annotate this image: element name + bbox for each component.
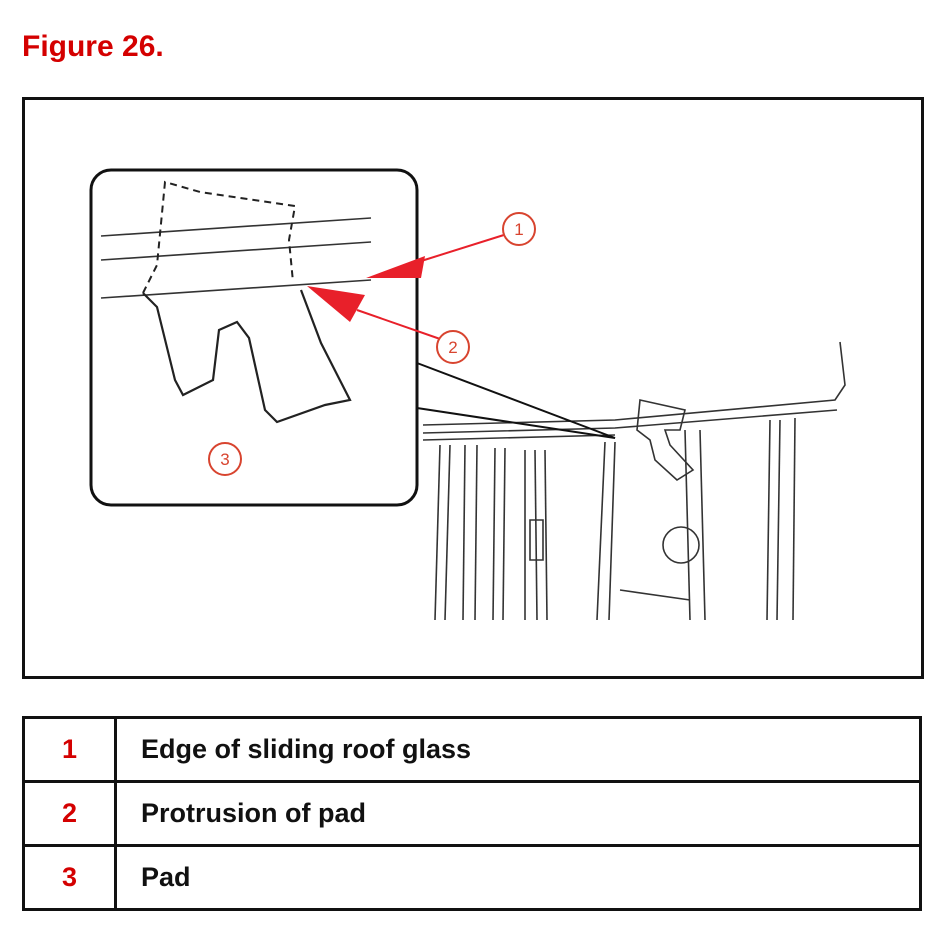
callout-1-label: 1: [514, 220, 523, 239]
callout-2-label: 2: [448, 338, 457, 357]
callout-arrows: [307, 233, 508, 341]
figure-illustration: 1 2 3: [22, 97, 924, 679]
callout-3: 3: [208, 442, 242, 476]
legend-description: Protrusion of pad: [114, 780, 922, 847]
roof-frame-drawing: [422, 341, 846, 621]
callout-1: 1: [502, 212, 536, 246]
legend-row: 1 Edge of sliding roof glass: [22, 716, 922, 783]
legend-number: 3: [22, 844, 117, 911]
legend-row: 2 Protrusion of pad: [22, 780, 922, 847]
callout-2: 2: [436, 330, 470, 364]
diagram-svg: 1 2 3: [89, 168, 846, 621]
legend-number: 2: [22, 780, 117, 847]
callout-3-label: 3: [220, 450, 229, 469]
legend-row: 3 Pad: [22, 844, 922, 911]
legend-number: 1: [22, 716, 117, 783]
legend-description: Pad: [114, 844, 922, 911]
legend-table: 1 Edge of sliding roof glass 2 Protrusio…: [22, 716, 922, 911]
legend-description: Edge of sliding roof glass: [114, 716, 922, 783]
detail-inset: [89, 168, 616, 507]
figure-title: Figure 26.: [22, 30, 164, 63]
